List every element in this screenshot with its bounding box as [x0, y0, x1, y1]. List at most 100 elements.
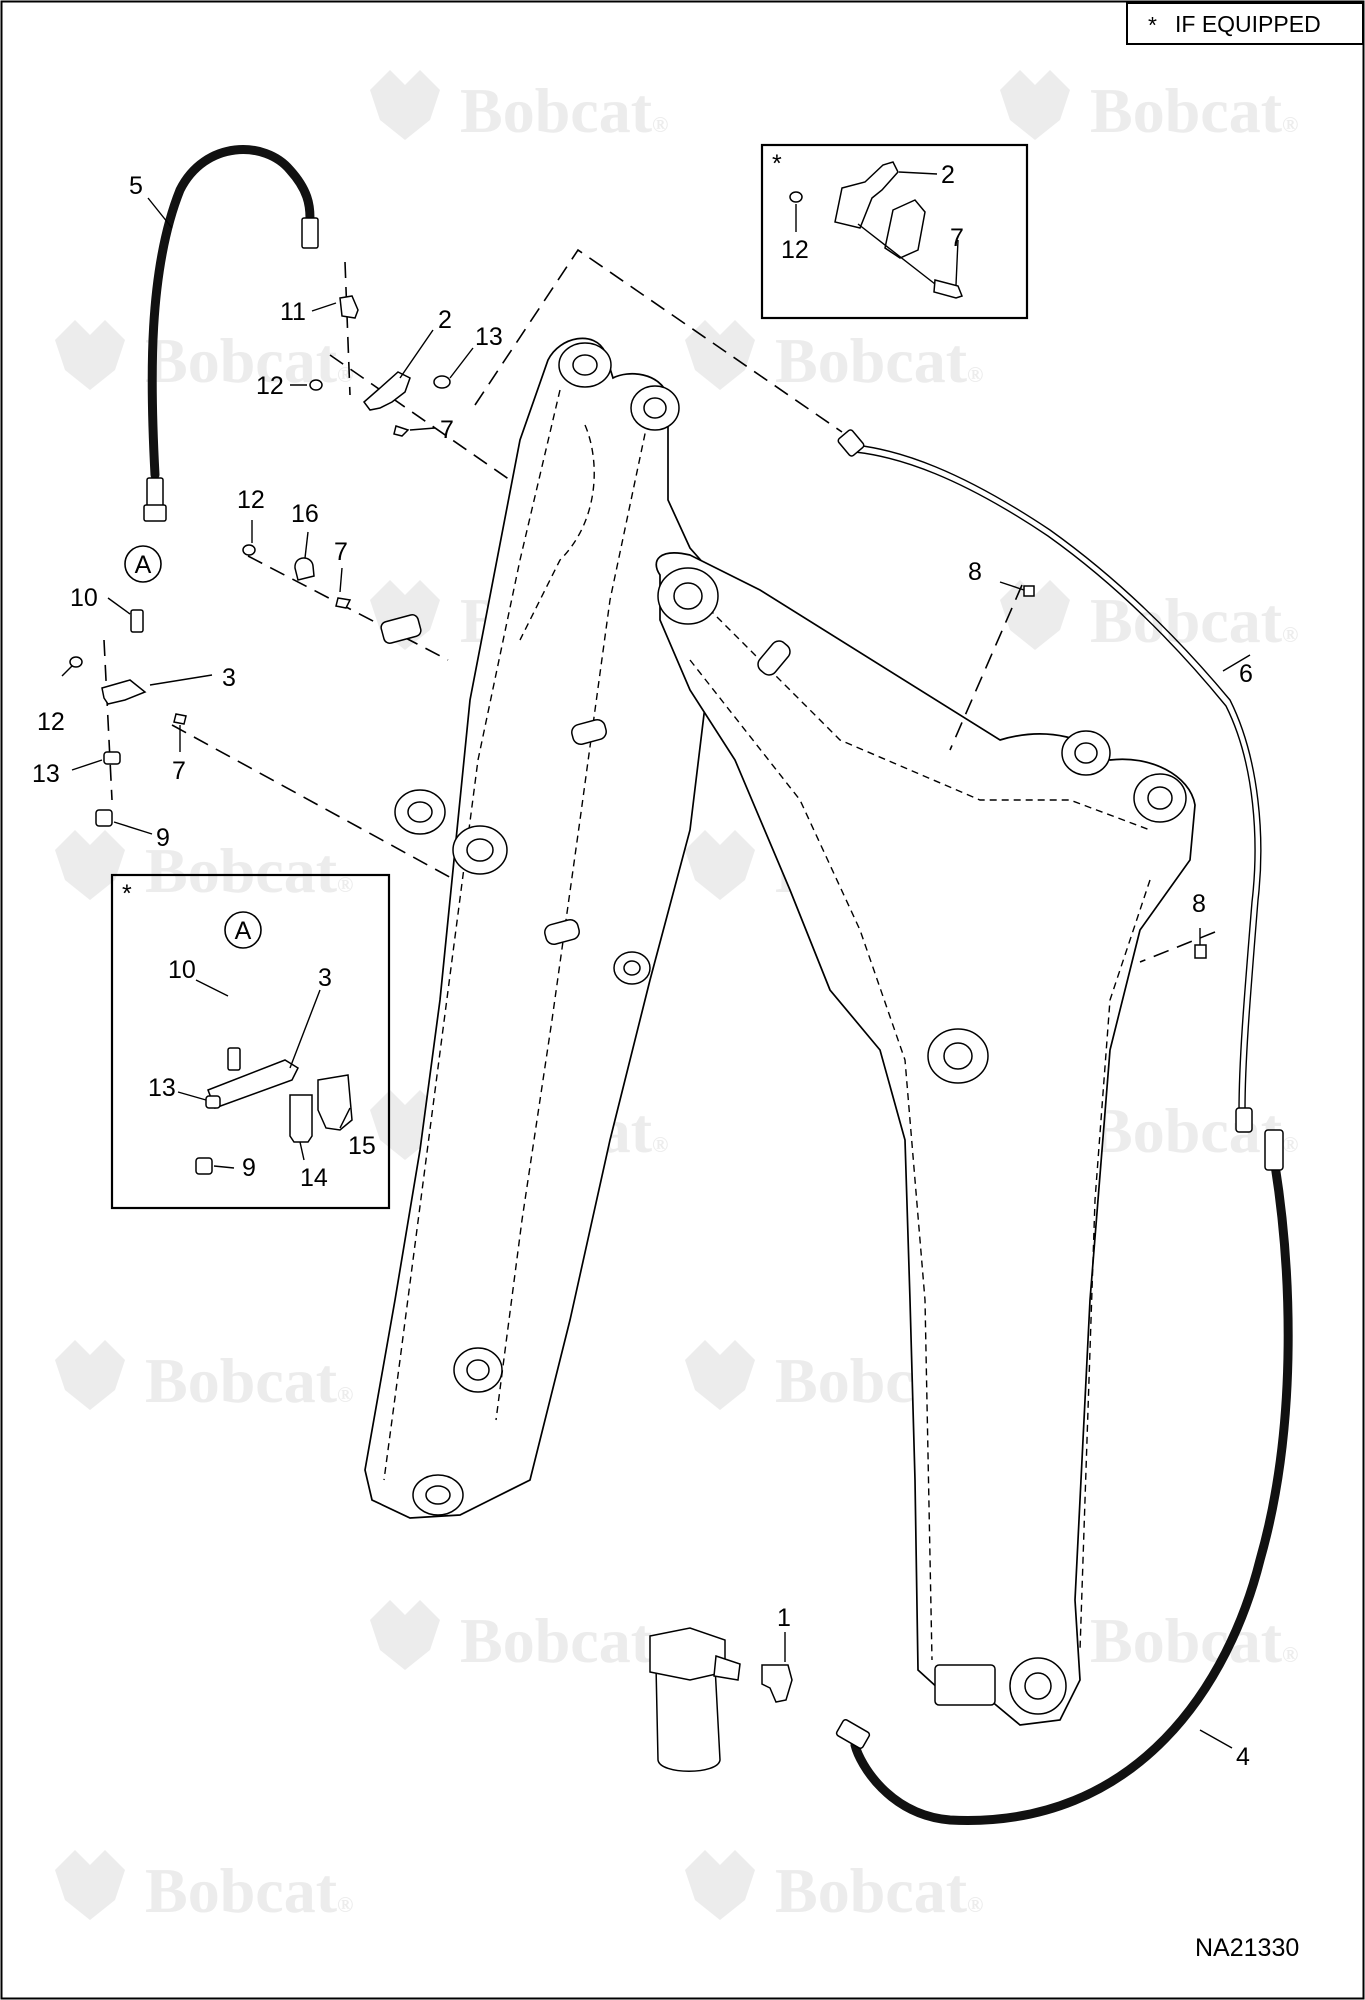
boom-pin-hole [943, 1042, 973, 1070]
arm-hidden-edge [383, 389, 561, 1481]
nut-13 [433, 375, 451, 389]
callout-10: 10 [70, 584, 98, 612]
arm-pin-hole [643, 397, 667, 419]
clip-8 [1023, 585, 1035, 597]
arm-hidden-edge [519, 424, 595, 641]
watermark-text: Bobcat® [145, 325, 353, 396]
callout-7: 7 [334, 538, 348, 566]
watermark: Bobcat® [55, 1850, 353, 1926]
watermark-registered-mark: ® [1282, 112, 1298, 137]
callout-9: 9 [242, 1154, 256, 1182]
drawing-number: NA21330 [1195, 1934, 1299, 1962]
tube-6 [837, 429, 1262, 1133]
bobcat-logo-icon [685, 830, 755, 900]
watermark-text: Bobcat® [1090, 75, 1298, 146]
callout-3: 3 [222, 664, 236, 692]
bracket-3 [207, 1059, 299, 1109]
watermark: Bobcat® [1000, 580, 1298, 656]
hose-fitting [835, 1719, 871, 1749]
sensor-14 [289, 1094, 313, 1143]
bracket-3 [101, 679, 147, 705]
callout-7: 7 [172, 757, 186, 785]
callouts: 5 11 2 13 12 7 12 16 7 10 3 12 7 13 9 8 … [32, 161, 1253, 1771]
watermark-text: Bobcat® [460, 1605, 668, 1676]
inset-top-frame [760, 143, 1029, 320]
callout-13: 13 [148, 1074, 176, 1102]
boom-outline [655, 552, 1196, 1726]
boom-pin-hole [673, 582, 703, 610]
inset-star: * [772, 150, 782, 178]
watermark-registered-mark: ® [967, 362, 983, 387]
clamp-16 [294, 557, 315, 581]
hose-fitting [146, 477, 164, 509]
watermark: Bobcat® [370, 70, 668, 146]
callout-9: 9 [156, 824, 170, 852]
hose-4-body [850, 1160, 1293, 1825]
bobcat-logo-icon [685, 1850, 755, 1920]
watermark-registered-mark: ® [337, 1382, 353, 1407]
callout-13: 13 [32, 760, 60, 788]
clamp-block [380, 614, 422, 644]
watermark: Bobcat® [55, 320, 353, 396]
bobcat-logo-icon [1000, 580, 1070, 650]
nut-13 [103, 751, 121, 765]
main-parts [69, 295, 1207, 1703]
callout-7: 7 [950, 224, 964, 252]
hose-fitting [301, 217, 319, 249]
clamp-2 [834, 161, 899, 229]
arm-slot [544, 918, 580, 946]
boom-pin-hole [1074, 742, 1098, 764]
bobcat-logo-icon [1000, 70, 1070, 140]
bobcat-logo-icon [370, 70, 440, 140]
note-box [1126, 2, 1364, 45]
watermark-registered-mark: ® [652, 112, 668, 137]
bobcat-logo-icon [685, 1340, 755, 1410]
arm-pin-hole [572, 354, 598, 376]
boom-hidden-edge [689, 659, 933, 1661]
watermark: Bobcat® [55, 1340, 353, 1416]
bobcat-logo-icon [55, 1340, 125, 1410]
watermark-text: Bobcat® [775, 1855, 983, 1926]
watermark: Bobcat® [1000, 70, 1298, 146]
boom-pin-hole [1024, 1672, 1052, 1700]
bobcat-logo-icon [370, 1600, 440, 1670]
leader-lines [61, 171, 1251, 1749]
hose-4 [835, 1129, 1293, 1825]
bobcat-logo-icon [55, 320, 125, 390]
arm-outline [364, 337, 721, 1519]
filter-port [713, 1654, 741, 1681]
watermark: Bobcat® [685, 1850, 983, 1926]
watermark-registered-mark: ® [337, 1892, 353, 1917]
boom-base-block [934, 1664, 996, 1706]
detail-ref-a: A A [124, 545, 262, 949]
bobcat-logo-icon [55, 1850, 125, 1920]
inset-left: * [110, 873, 391, 1210]
watermark-registered-mark: ® [652, 1132, 668, 1157]
fitting-10 [227, 1047, 241, 1071]
clamp-2 [362, 371, 411, 411]
callout-2: 2 [438, 306, 452, 334]
watermark-text: Bobcat® [1090, 585, 1298, 656]
hose-5 [143, 145, 319, 522]
boom-hidden-edge [699, 599, 1151, 831]
bolt-7 [173, 713, 187, 725]
nut-12 [242, 544, 256, 556]
clip-8 [1194, 944, 1207, 959]
cap-9 [95, 809, 113, 827]
nut-13 [205, 1095, 221, 1109]
watermark-text: Bobcat® [1090, 1605, 1298, 1676]
callout-12: 12 [781, 236, 809, 264]
bolt-7 [335, 597, 352, 609]
cap-9 [195, 1157, 213, 1175]
watermark-registered-mark: ® [967, 1892, 983, 1917]
arm-pin-hole [466, 1359, 490, 1381]
tube-6-outer [854, 444, 1262, 1111]
inset-left-frame [110, 873, 391, 1210]
callout-12: 12 [37, 708, 65, 736]
detail-ref-label: A [235, 917, 252, 945]
callout-8: 8 [968, 558, 982, 586]
nut-12 [69, 656, 83, 668]
callout-1: 1 [777, 1604, 791, 1632]
